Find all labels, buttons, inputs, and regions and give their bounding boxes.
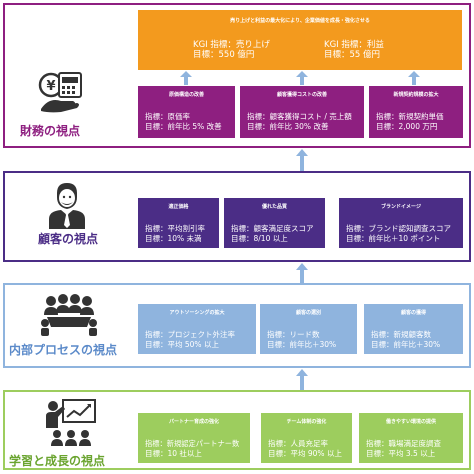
arrow-up-icon [296,71,308,85]
process-perspective-section: 内部プロセスの視点 [3,283,471,368]
kgi-sales-target: 目標：550 億円 [193,50,255,60]
item-target: 目標：平均 50% 以上 [145,340,219,349]
learning-item-partners: パートナー育成の強化 指標：新規認定パートナー数 目標：10 社以上 [138,413,250,463]
item-indicator: 指標：顧客獲得コスト / 売上額 [247,112,352,121]
customer-item-quality: 優れた品質 指標：顧客満足度スコア 目標：8/10 以上 [224,198,325,248]
item-title: 原価構造の改善 [168,92,204,98]
item-target: 目標：平均 3.5 以上 [366,449,436,458]
arrow-up-icon [180,71,192,85]
customer-perspective-section: 顧客の視点 [3,171,471,262]
kgi-profit-target: 目標：55 億円 [324,50,381,60]
process-item-outsourcing: アウトソーシングの拡大 指標：プロジェクト外注率 目標：平均 50% 以上 [138,304,256,354]
item-title: 顧客の獲得 [400,310,426,316]
item-target: 目標：10 社以上 [145,449,202,458]
process-item-selection: 顧客の選別 指標：リード数 目標：前年比＋30% [260,304,357,354]
item-indicator: 指標：人員充足率 [268,439,328,448]
item-target: 目標：8/10 以上 [231,234,288,243]
svg-text:¥: ¥ [46,79,55,94]
arrow-up-icon [296,149,308,171]
kgi-sales: KGI 指標：売り上げ 目標：550 億円 [193,40,270,60]
businessman-icon [49,183,85,229]
item-indicator: 指標：職場満足度調査 [366,439,441,448]
item-indicator: 指標：新規契約単価 [376,112,444,121]
presentation-icon [46,399,96,446]
learning-item-team: チーム体制の強化 指標：人員充足率 目標：平均 90% 以上 [261,413,352,463]
item-indicator: 指標：ブランド認知調査スコア [346,224,451,233]
item-target: 目標：2,000 万円 [376,122,438,131]
item-target: 目標：前年比＋10 ポイント [346,234,441,243]
item-title: 優れた品質 [261,204,287,210]
item-target: 目標：10% 未満 [145,234,202,243]
kgi-profit-indicator: KGI 指標：利益 [324,40,384,50]
item-indicator: 指標：平均割引率 [145,224,205,233]
item-title: 顧客獲得コストの改善 [276,92,327,98]
financial-perspective-section: ¥ 財務の視点 [3,3,471,148]
learning-item-environment: 働きやすい環境の提供 指標：職場満足度調査 目標：平均 3.5 以上 [359,413,463,463]
money-icon: ¥ [38,72,82,113]
meeting-icon [41,294,97,336]
goal-box: 売り上げと利益の最大化により、企業価値を成長・強化させる KGI 指標：売り上げ… [138,10,462,70]
financial-label: 財務の視点 [20,124,81,138]
arrow-up-icon [408,71,420,85]
arrow-up-icon [296,263,308,283]
item-target: 目標：平均 90% 以上 [268,449,342,458]
kgi-profit: KGI 指標：利益 目標：55 億円 [324,40,384,60]
learning-perspective-section: 学習と成長の視点 [3,390,471,470]
item-title: アウトソーシングの拡大 [169,310,225,316]
item-indicator: 指標：原価率 [145,112,190,121]
item-title: パートナー育成の強化 [168,419,219,425]
item-target: 目標：前年比＋30% [267,340,337,349]
item-indicator: 指標：リード数 [267,330,320,339]
item-indicator: 指標：プロジェクト外注率 [145,330,235,339]
kgi-sales-indicator: KGI 指標：売り上げ [193,40,270,50]
item-target: 目標：前年比＋30% [371,340,441,349]
item-indicator: 指標：新規顧客数 [371,330,431,339]
arrow-up-icon [296,369,308,390]
process-item-acquisition: 顧客の獲得 指標：新規顧客数 目標：前年比＋30% [364,304,463,354]
item-title: ブランドイメージ [381,204,421,210]
item-title: 適正価格 [168,204,189,210]
item-title: 新規契約規模の拡大 [393,92,439,98]
item-target: 目標：前年比 5% 改善 [145,122,222,131]
item-indicator: 指標：顧客満足度スコア [231,224,314,233]
item-target: 目標：前年比 30% 改善 [247,122,329,131]
process-label: 内部プロセスの視点 [9,343,118,357]
customer-label: 顧客の視点 [38,232,99,246]
goal-title: 売り上げと利益の最大化により、企業価値を成長・強化させる [230,18,370,24]
financial-item-contract-size: 新規契約規模の拡大 指標：新規契約単価 目標：2,000 万円 [369,86,463,138]
item-title: チーム体制の強化 [286,419,327,425]
item-title: 働きやすい環境の提供 [385,419,436,425]
customer-item-brand: ブランドイメージ 指標：ブランド認知調査スコア 目標：前年比＋10 ポイント [339,198,463,248]
financial-item-cost: 原価構造の改善 指標：原価率 目標：前年比 5% 改善 [138,86,235,138]
customer-item-price: 適正価格 指標：平均割引率 目標：10% 未満 [138,198,219,248]
item-indicator: 指標：新規認定パートナー数 [145,439,240,448]
learning-label: 学習と成長の視点 [9,454,106,468]
financial-item-acquisition-cost: 顧客獲得コストの改善 指標：顧客獲得コスト / 売上額 目標：前年比 30% 改… [240,86,364,138]
item-title: 顧客の選別 [295,310,321,316]
